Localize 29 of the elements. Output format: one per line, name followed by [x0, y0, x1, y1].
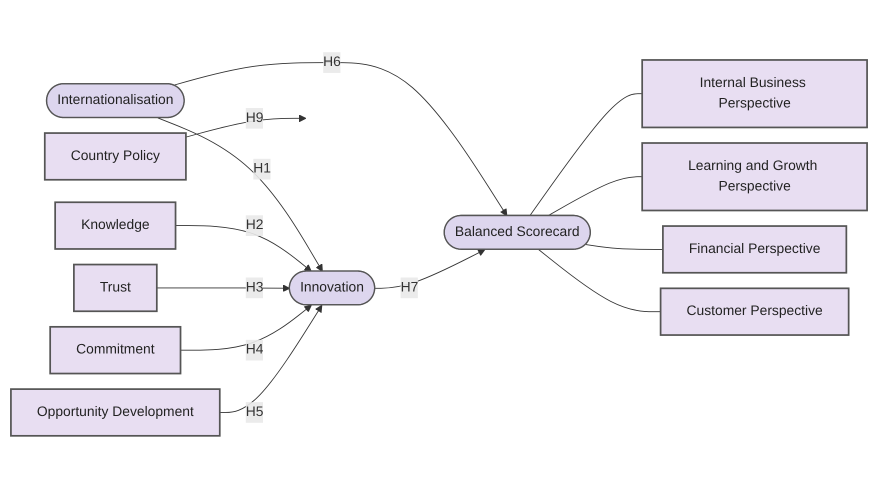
node-box: Customer Perspective [660, 287, 850, 336]
node-box: Internal Business Perspective [641, 59, 868, 128]
arrow [157, 117, 323, 272]
node-box: Country Policy [44, 132, 187, 181]
arrow [219, 304, 322, 413]
arrow [175, 225, 312, 272]
edge-label: H3 [246, 280, 264, 295]
edge-label: H4 [246, 342, 264, 358]
node-box: Opportunity Development [10, 388, 221, 437]
node-box: Knowledge [54, 201, 176, 250]
node-box: Learning and Growth Perspective [641, 142, 868, 212]
edge-label: H6 [323, 54, 341, 70]
node-box: Financial Perspective [662, 225, 848, 274]
edge-label: H2 [246, 218, 264, 233]
arrow [180, 304, 312, 351]
connector [585, 244, 664, 250]
arrow [185, 114, 306, 138]
arrow [173, 62, 508, 216]
connector [538, 249, 662, 312]
arrow [156, 284, 290, 292]
edge-label: H7 [400, 280, 418, 295]
connector [529, 93, 643, 216]
edge-label: H1 [253, 161, 271, 176]
connector [547, 176, 643, 216]
node-box: Commitment [49, 326, 182, 374]
edge-label: H9 [246, 110, 264, 126]
node-box: Trust [73, 264, 158, 312]
arrow [374, 249, 486, 289]
edge-label: H5 [246, 404, 264, 420]
